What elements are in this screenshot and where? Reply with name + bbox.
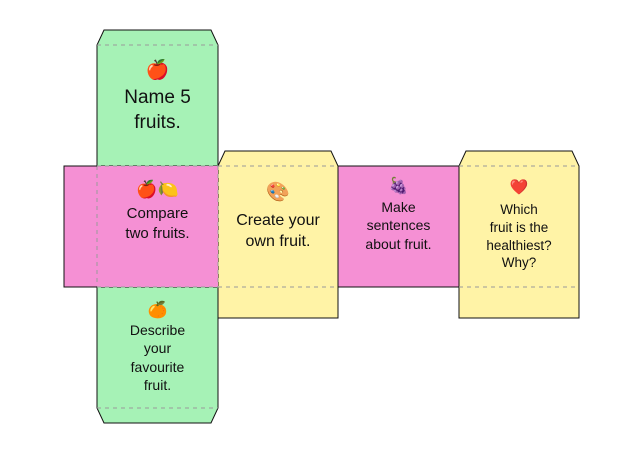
face-make-text: Make sentences about fruit. bbox=[338, 198, 459, 253]
palette-icon: 🎨 bbox=[266, 181, 290, 203]
face-center-line2: two fruits. bbox=[125, 224, 190, 242]
face-which-text: Which fruit is the healthiest? Why? bbox=[459, 201, 579, 272]
apple-icon: 🍎 bbox=[145, 59, 170, 81]
face-bottom-line2: your bbox=[143, 340, 172, 357]
apple-lemon-icon: 🍎🍋 bbox=[136, 180, 179, 200]
face-top-line2: fruits. bbox=[134, 112, 181, 134]
face-make-line3: about fruit. bbox=[365, 235, 432, 252]
face-bottom-line4: fruit. bbox=[143, 377, 172, 394]
pink-face-middle bbox=[337, 165, 460, 288]
face-create-line1: Create your bbox=[236, 212, 320, 229]
face-make-line2: sentences bbox=[366, 217, 431, 234]
face-center-line1: Compare bbox=[126, 205, 189, 222]
face-bottom-line1: Describe bbox=[129, 322, 186, 338]
face-top-text: Name 5 fruits. bbox=[97, 85, 218, 135]
face-create-text: Create your own fruit. bbox=[218, 210, 338, 252]
face-which-line2: fruit is the bbox=[489, 219, 549, 235]
face-which-line1: Which bbox=[500, 202, 538, 217]
face-which-line3: healthiest? bbox=[486, 237, 552, 253]
heart-icon: ❤️ bbox=[509, 178, 529, 196]
face-bottom-text: Describe your favourite fruit. bbox=[97, 321, 218, 395]
orange-icon: 🍊 bbox=[147, 300, 168, 319]
fold-lines bbox=[96, 44, 579, 409]
center-face bbox=[97, 166, 218, 287]
face-create-line2: own fruit. bbox=[245, 233, 311, 251]
face-make-line1: Make bbox=[381, 199, 416, 215]
face-center-text: Compare two fruits. bbox=[97, 204, 218, 244]
face-top-line1: Name 5 bbox=[124, 87, 191, 108]
face-bottom-line3: favourite bbox=[130, 358, 185, 375]
grapes-icon: 🍇 bbox=[388, 176, 409, 195]
face-which-line4: Why? bbox=[501, 255, 537, 271]
